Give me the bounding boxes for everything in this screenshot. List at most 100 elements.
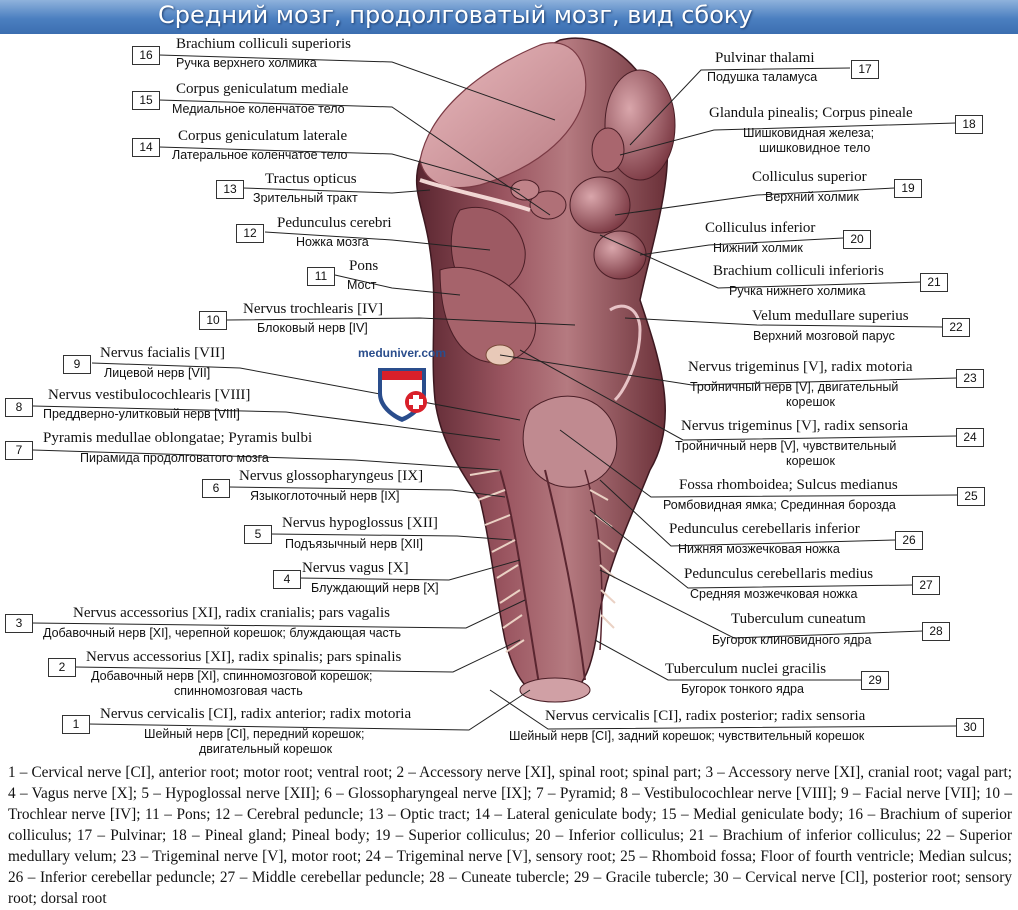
legend-text: 1 – Cervical nerve [CI], anterior root; …	[8, 764, 1012, 907]
russian-label: Медиальное коленчатое тело	[172, 102, 345, 116]
latin-label: Tuberculum nuclei gracilis	[665, 661, 827, 677]
cord-cut	[519, 677, 591, 703]
latin-label: Nervus trigeminus [V], radix motoria	[688, 359, 913, 375]
label-number: 19	[894, 179, 922, 198]
label-number: 21	[920, 273, 948, 292]
latin-label: Brachium colliculi superioris	[176, 36, 351, 52]
label-number: 2	[48, 658, 76, 677]
label-number: 9	[63, 355, 91, 374]
latin-label: Tuberculum cuneatum	[731, 611, 866, 627]
russian-label-line2: спинномозговая часть	[174, 684, 303, 698]
label-number: 8	[5, 398, 33, 417]
latin-label: Nervus vestibulocochlearis [VIII]	[48, 387, 251, 403]
russian-label: Блоковый нерв [IV]	[257, 321, 368, 335]
latin-label: Colliculus inferior	[705, 220, 816, 236]
russian-label: Преддверно-улитковый нерв [VIII]	[43, 407, 240, 421]
label-number: 26	[895, 531, 923, 550]
title-bar: Средний мозг, продолговатый мозг, вид сб…	[0, 0, 1018, 34]
label-number: 16	[132, 46, 160, 65]
latin-label: Pulvinar thalami	[715, 50, 815, 66]
russian-label: Средняя мозжечковая ножка	[690, 587, 858, 601]
label-number: 10	[199, 311, 227, 330]
olive-groove	[544, 469, 586, 681]
latin-label: Fossa rhomboidea; Sulcus medianus	[679, 477, 898, 493]
lateral-geniculate	[510, 179, 540, 201]
russian-label: Подъязычный нерв [XII]	[285, 537, 423, 551]
pineal-gland	[591, 127, 625, 173]
latin-label: Colliculus superior	[752, 169, 867, 185]
latin-label: Corpus geniculatum laterale	[178, 128, 348, 144]
label-number: 13	[216, 180, 244, 199]
label-number: 28	[922, 622, 950, 641]
russian-label: Нижний холмик	[713, 241, 803, 255]
russian-label: Подушка таламуса	[707, 70, 818, 84]
russian-label-line2: шишковидное тело	[759, 141, 871, 155]
label-number: 25	[957, 487, 985, 506]
russian-label: Верхний холмик	[765, 190, 859, 204]
cerebellar-peduncle-cut	[522, 395, 618, 488]
russian-label: Верхний мозговой парус	[753, 329, 895, 343]
medial-geniculate	[529, 190, 567, 220]
label-number: 11	[307, 267, 335, 286]
page-title: Средний мозг, продолговатый мозг, вид сб…	[158, 1, 753, 29]
latin-label: Glandula pinealis; Corpus pineale	[709, 105, 913, 121]
latin-label: Pedunculus cerebellaris inferior	[669, 521, 860, 537]
russian-label: Добавочный нерв [XI], спинномозговой кор…	[91, 669, 373, 683]
label-number: 12	[236, 224, 264, 243]
meduniver-logo: meduniver.com	[352, 346, 452, 426]
latin-label: Nervus accessorius [XI], radix spinalis;…	[86, 649, 402, 665]
cut-surface	[419, 42, 587, 189]
russian-label: Ручка верхнего холмика	[176, 56, 317, 70]
russian-label: Тройничный нерв [V], чувствительный	[675, 439, 897, 453]
pyramid	[499, 469, 541, 691]
leader-lines	[31, 54, 959, 731]
inferior-colliculus	[593, 230, 647, 280]
russian-label: Шишковидная железа;	[743, 126, 875, 140]
latin-label: Pons	[349, 258, 379, 274]
latin-label: Nervus cervicalis [CI], radix posterior;…	[545, 708, 866, 724]
label-number: 3	[5, 614, 33, 633]
latin-label: Brachium colliculi inferioris	[713, 263, 884, 279]
russian-label-line2: двигательный корешок	[199, 742, 333, 756]
russian-label: Ручка нижнего холмика	[729, 284, 866, 298]
latin-label: Nervus vagus [X]	[302, 560, 409, 576]
russian-label: Ножка мозга	[296, 235, 369, 249]
label-number: 27	[912, 576, 940, 595]
latin-label: Nervus hypoglossus [XII]	[282, 515, 438, 531]
shield-icon	[378, 368, 427, 422]
russian-label: Языкоглоточный нерв [IX]	[250, 489, 400, 503]
russian-label: Бугорок клиновидного ядра	[712, 633, 872, 647]
russian-label: Бугорок тонкого ядра	[681, 682, 804, 696]
russian-label: Шейный нерв [CI], передний корешок;	[144, 727, 365, 741]
label-number: 24	[956, 428, 984, 447]
latin-label: Tractus opticus	[265, 171, 357, 187]
russian-label: Блуждающий нерв [X]	[311, 581, 439, 595]
superior-colliculus	[569, 176, 631, 234]
russian-label: Зрительный тракт	[253, 191, 358, 205]
russian-label: Шейный нерв [CI], задний корешок; чувств…	[509, 729, 865, 743]
label-number: 18	[955, 115, 983, 134]
label-number: 14	[132, 138, 160, 157]
russian-label-line2: корешок	[786, 395, 835, 409]
label-number: 17	[851, 60, 879, 79]
russian-label: Нижняя мозжечковая ножка	[678, 542, 840, 556]
latin-label: Nervus trochlearis [IV]	[243, 301, 383, 317]
logo-site-text: meduniver.com	[357, 346, 447, 360]
label-number: 23	[956, 369, 984, 388]
latin-label: Pyramis medullae oblongatae; Pyramis bul…	[43, 430, 313, 446]
label-number: 5	[244, 525, 272, 544]
latin-label: Corpus geniculatum mediale	[176, 81, 349, 97]
russian-label: Пирамида продолговатого мозга	[80, 451, 269, 465]
latin-label: Pedunculus cerebri	[277, 215, 392, 231]
label-number: 6	[202, 479, 230, 498]
russian-label: Тройничный нерв [V], двигательный	[690, 380, 899, 394]
latin-label: Nervus glossopharyngeus [IX]	[239, 468, 424, 484]
velum	[609, 304, 642, 402]
russian-label: Добавочный нерв [XI], черепной корешок; …	[43, 626, 402, 640]
russian-label: Латеральное коленчатое тело	[172, 148, 348, 162]
label-number: 15	[132, 91, 160, 110]
russian-label-line2: корешок	[786, 454, 835, 468]
label-number: 29	[861, 671, 889, 690]
label-number: 20	[843, 230, 871, 249]
latin-label: Nervus accessorius [XI], radix cranialis…	[73, 605, 390, 621]
